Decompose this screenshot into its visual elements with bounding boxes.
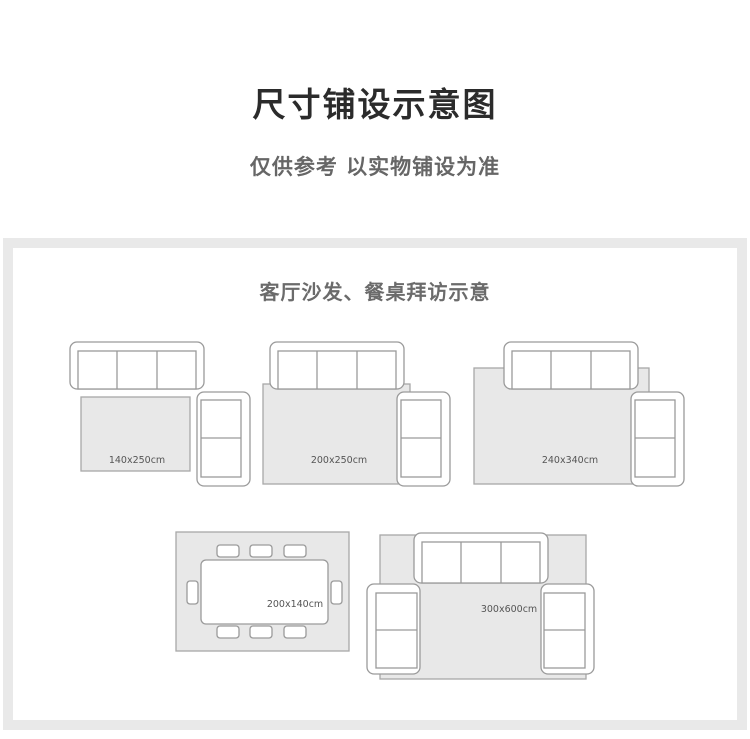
- section-title: 客厅沙发、餐桌拜访示意: [259, 280, 491, 304]
- size-label: 300x600cm: [481, 604, 537, 615]
- sofa-three-seat-icon: [503, 341, 639, 390]
- size-label: 200x250cm: [311, 455, 367, 466]
- page-subtitle: 仅供参考 以实物铺设为准: [249, 155, 501, 179]
- rug-200x250: [262, 383, 411, 485]
- armchair-icon: [630, 391, 685, 487]
- armchair-right-icon: [540, 583, 595, 675]
- layout-200x140-dining: 200x140cm: [175, 531, 350, 652]
- layout-240x340: 240x340cm: [473, 341, 685, 487]
- layout-300x600: 300x600cm: [366, 532, 595, 680]
- size-label: 200x140cm: [267, 599, 323, 610]
- dining-chair-icons: [186, 544, 343, 639]
- size-label: 140x250cm: [109, 455, 165, 466]
- page-title: 尺寸铺设示意图: [252, 85, 498, 124]
- sofa-three-seat-icon: [413, 532, 549, 584]
- sofa-three-seat-icon: [269, 341, 405, 390]
- armchair-icon: [196, 391, 251, 487]
- rug-140x250: [80, 396, 191, 472]
- layout-140x250: 140x250cm: [69, 341, 251, 487]
- sofa-three-seat-icon: [69, 341, 205, 390]
- layout-200x250: 200x250cm: [262, 341, 451, 487]
- dining-table-icon: [200, 559, 329, 625]
- armchair-icon: [396, 391, 451, 487]
- armchair-left-icon: [366, 583, 421, 675]
- size-label: 240x340cm: [542, 455, 598, 466]
